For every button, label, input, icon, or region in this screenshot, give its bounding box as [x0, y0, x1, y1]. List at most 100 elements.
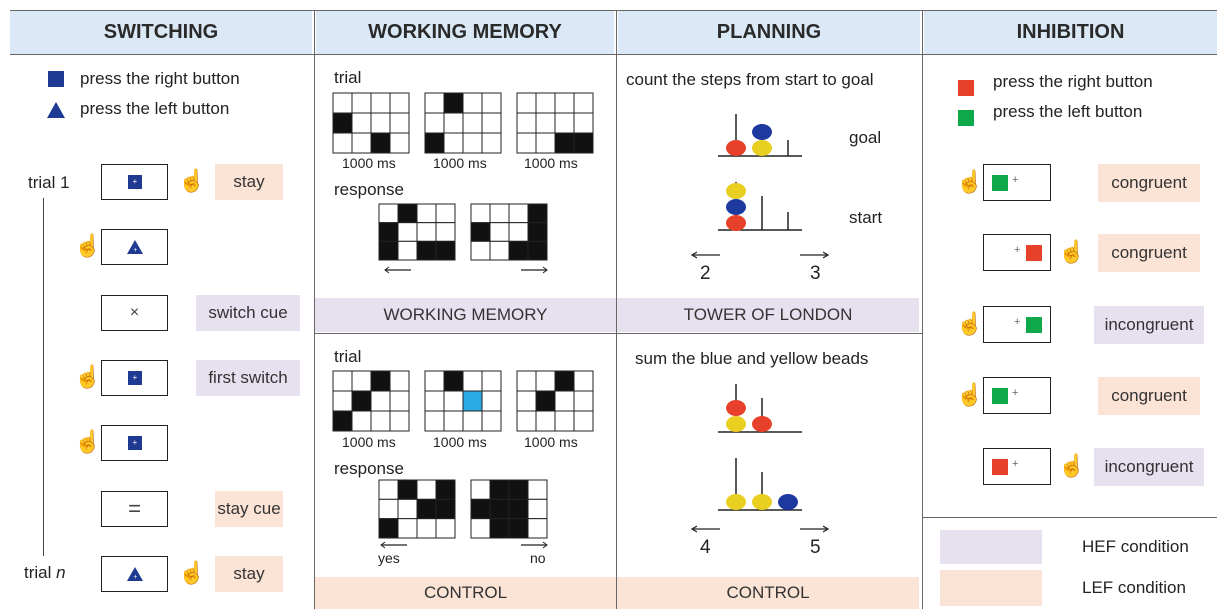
inhibition-stimulus-box: + — [983, 164, 1051, 201]
stimulus-box: + — [101, 425, 168, 461]
fixation-cross: + — [1012, 458, 1019, 470]
tower-start — [718, 182, 802, 231]
goal-label: goal — [849, 128, 882, 147]
square-icon: + — [127, 371, 142, 385]
colored-square-icon — [1026, 245, 1042, 261]
planning-right-number: 3 — [810, 263, 821, 284]
svg-text:+: + — [133, 247, 137, 254]
colored-square-icon — [992, 388, 1008, 404]
inhibition-stimulus-box: + — [983, 448, 1051, 485]
legend-triangle-label: press the left button — [80, 99, 230, 118]
wm-control-response-label: response — [334, 459, 404, 478]
trial-n-var: n — [56, 563, 66, 582]
middle-rule — [314, 333, 922, 334]
start-label: start — [849, 208, 883, 227]
switching-condition-tag: stay — [215, 556, 283, 592]
hef-legend-swatch — [940, 530, 1042, 564]
inhibition-stimulus-box: + — [983, 377, 1051, 414]
stimulus-box: + — [101, 556, 168, 592]
inhibition-condition-tag: congruent — [1098, 164, 1200, 202]
inhibition-condition-tag: congruent — [1098, 377, 1200, 415]
trial-n-prefix: trial — [24, 563, 57, 582]
wm-ms-3: 1000 ms — [524, 155, 578, 171]
hand-pointer-icon: ☝ — [74, 429, 102, 454]
wm-trial-label: trial — [334, 68, 362, 87]
square-icon: + — [127, 436, 142, 450]
inhibition-condition-tag: incongruent — [1094, 306, 1204, 344]
switching-condition-tag: switch cue — [196, 295, 300, 331]
wm-control-ms-3: 1000 ms — [524, 434, 578, 450]
header-top-rule — [10, 10, 1217, 11]
fixation-cross: + — [1012, 174, 1019, 186]
header-switching: SWITCHING — [10, 10, 312, 54]
wm-response-label: response — [334, 180, 404, 199]
inhibition-condition-tag: incongruent — [1094, 448, 1204, 486]
header-planning: PLANNING — [618, 10, 920, 54]
trial-n-label: trial n — [24, 563, 66, 583]
inhibition-condition-tag: congruent — [1098, 234, 1200, 272]
svg-text:+: + — [133, 574, 137, 581]
stimulus-box: + — [101, 360, 168, 396]
cue-symbol: = — [128, 496, 141, 521]
planning-lef-band: CONTROL — [617, 577, 919, 609]
switching-condition-tag: stay — [215, 164, 283, 200]
control-arrows — [690, 525, 830, 533]
planning-arrows — [690, 251, 830, 259]
control-left-number: 4 — [700, 537, 711, 558]
hand-pointer-icon: ☝ — [178, 560, 206, 585]
inhibition-legend-rule — [922, 517, 1217, 518]
legend-square-label: press the right button — [80, 69, 240, 88]
fixation-cross: + — [1012, 387, 1019, 399]
control-rod-top — [718, 384, 802, 433]
fixation-cross: + — [1014, 244, 1021, 256]
wm-control-response-grids — [378, 479, 548, 549]
triangle-icon — [47, 102, 65, 118]
wm-control-trial-label: trial — [334, 347, 362, 366]
wm-control-trial-grids — [332, 370, 594, 432]
colored-square-icon — [1026, 317, 1042, 333]
stimulus-box: × — [101, 295, 168, 331]
switching-condition-tag: stay cue — [215, 491, 283, 527]
switching-condition-tag: first switch — [196, 360, 300, 396]
planning-instruction: count the steps from start to goal — [626, 70, 874, 89]
stimulus-box: + — [101, 164, 168, 200]
lef-legend-swatch — [940, 570, 1042, 606]
wm-control-ms-2: 1000 ms — [433, 434, 487, 450]
wm-yes-label: yes — [378, 550, 400, 566]
divider-1 — [314, 10, 315, 609]
wm-response-grids — [378, 203, 548, 274]
planning-left-number: 2 — [700, 263, 711, 284]
tower-goal — [718, 114, 802, 157]
wm-hef-band: WORKING MEMORY — [315, 298, 616, 332]
divider-2 — [616, 10, 617, 609]
control-right-number: 5 — [810, 537, 821, 558]
square-icon: + — [127, 175, 142, 189]
wm-control-ms-1: 1000 ms — [342, 434, 396, 450]
lef-legend-label: LEF condition — [1082, 578, 1186, 597]
colored-square-icon — [992, 175, 1008, 191]
hand-pointer-icon: ☝ — [956, 311, 984, 336]
planning-control-instruction: sum the blue and yellow beads — [635, 349, 869, 368]
stimulus-box: + — [101, 229, 168, 265]
wm-ms-2: 1000 ms — [433, 155, 487, 171]
wm-trial-grids — [332, 92, 594, 154]
hand-pointer-icon: ☝ — [74, 364, 102, 389]
divider-3 — [922, 10, 923, 609]
fixation-cross: + — [1014, 316, 1021, 328]
inhibition-stimulus-box: + — [983, 234, 1051, 271]
control-rod-bottom — [718, 458, 802, 511]
hand-pointer-icon: ☝ — [956, 382, 984, 407]
hand-pointer-icon: ☝ — [1058, 453, 1086, 478]
legend-red-label: press the right button — [993, 72, 1153, 91]
triangle-icon: + — [126, 567, 143, 581]
stimulus-box: = — [101, 491, 168, 527]
legend-green-label: press the left button — [993, 102, 1143, 121]
wm-ms-1: 1000 ms — [342, 155, 396, 171]
hand-pointer-icon: ☝ — [178, 168, 206, 193]
red-square-icon — [958, 80, 974, 96]
triangle-icon: + — [126, 240, 143, 254]
green-square-icon — [958, 110, 974, 126]
wm-no-label: no — [530, 550, 546, 566]
hef-legend-label: HEF condition — [1082, 537, 1189, 556]
hand-pointer-icon: ☝ — [74, 233, 102, 258]
